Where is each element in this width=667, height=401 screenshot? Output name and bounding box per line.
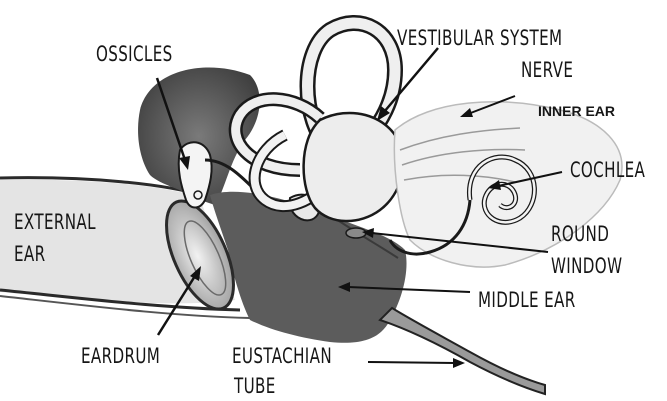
label-middle-ear: MIDDLE EAR: [478, 290, 576, 311]
eustachian-tube: [380, 308, 545, 394]
label-external-ear-line1: EXTERNAL: [14, 212, 96, 233]
round-window-membrane: [346, 228, 366, 238]
label-round-window-line2: WINDOW: [551, 256, 622, 277]
label-ossicles: OSSICLES: [96, 44, 173, 65]
label-vestibular-system: VESTIBULAR SYSTEM: [397, 28, 562, 49]
label-eustachian-tube-line2: TUBE: [234, 376, 276, 397]
arrow-eustachian-tube: [368, 358, 465, 368]
label-round-window-line1: ROUND: [551, 224, 609, 245]
label-external-ear-line2: EAR: [14, 244, 45, 265]
vestibule: [304, 113, 404, 221]
label-eardrum: EARDRUM: [81, 346, 160, 367]
label-eustachian-tube-line1: EUSTACHIAN: [232, 346, 332, 367]
label-nerve: NERVE: [521, 60, 573, 81]
label-inner-ear: INNER EAR: [538, 104, 615, 118]
label-cochlea: COCHLEA: [570, 160, 645, 181]
